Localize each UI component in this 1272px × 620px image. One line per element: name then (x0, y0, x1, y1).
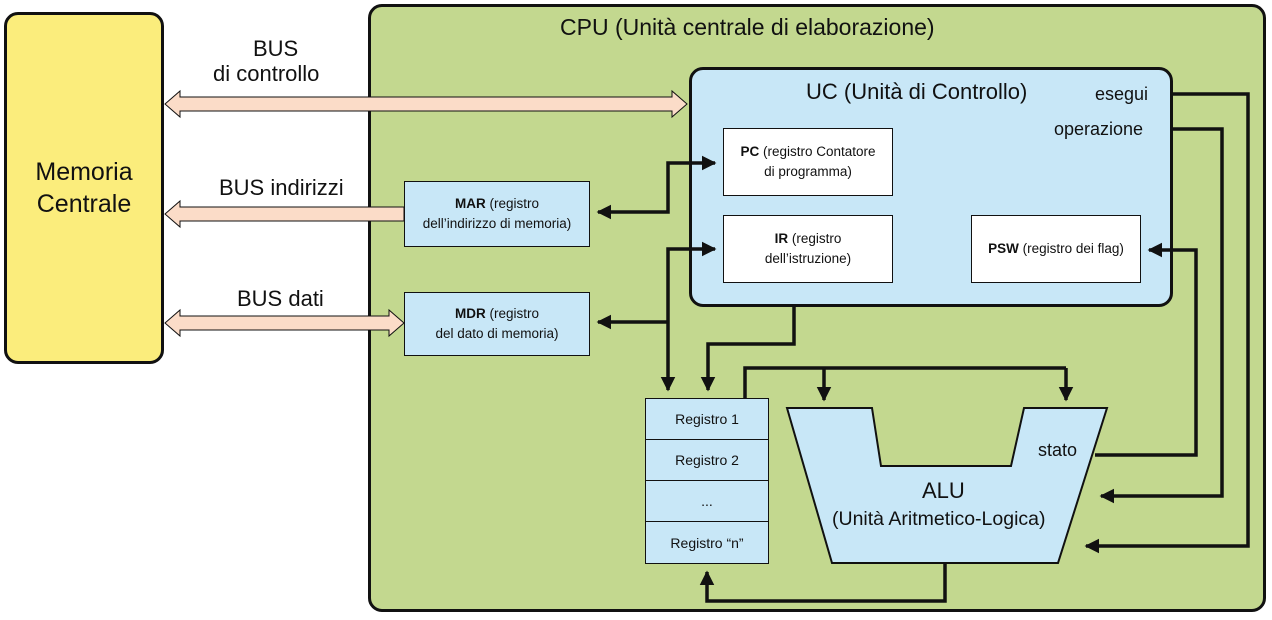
wire-status-psw (1095, 242, 1198, 457)
mdr-desc1: (registro (489, 306, 540, 321)
uc-title: UC (Unità di Controllo) (806, 79, 1028, 104)
register-file: Registro 1 Registro 2 ... Registro “n” (645, 398, 769, 564)
control-bus-label-line2: di controllo (213, 61, 320, 86)
address-bus-label: BUS indirizzi (219, 175, 344, 200)
ir-desc1: (registro (791, 231, 842, 246)
wire-ir-regfile (660, 241, 717, 392)
control-bus-label-line1: BUS (253, 36, 299, 61)
ir-register: IR (registro dell’istruzione) (723, 215, 893, 283)
wire-uc-regfile (700, 307, 796, 392)
memory-label-line2: Centrale (36, 190, 132, 218)
memory-label-line1: Memoria (35, 158, 133, 186)
mdr-register: MDR (registro del dato di memoria) (404, 292, 590, 356)
ir-abbr: IR (774, 231, 789, 246)
control-bus-arrow (164, 89, 688, 119)
register-row-n: Registro “n” (670, 534, 744, 551)
wire-exec-2 (1099, 127, 1224, 504)
mdr-desc2: del dato di memoria) (435, 326, 559, 341)
uc-exec-line2: operazione (1054, 119, 1144, 139)
alu-label: ALU (922, 478, 965, 503)
alu-description: (Unità Aritmetico-Logica) (832, 508, 1046, 530)
uc-exec-line1: esegui (1095, 84, 1149, 104)
wire-mar-pc (596, 155, 717, 220)
wire-exec-1 (1084, 92, 1250, 554)
register-row-1: Registro 1 (646, 399, 768, 440)
cpu-title: CPU (Unità centrale di elaborazione) (560, 14, 935, 40)
wire-alu-output (699, 563, 947, 603)
pc-register: PC (registro Contatore di programma) (723, 128, 893, 196)
wire-regfile-alu (743, 366, 1066, 398)
register-row-ellipsis: ... (646, 481, 768, 522)
pc-abbr: PC (740, 144, 760, 159)
psw-abbr: PSW (988, 241, 1019, 256)
mar-desc2: dell’indirizzo di memoria) (422, 216, 572, 231)
mar-register: MAR (registro dell’indirizzo di memoria) (404, 181, 590, 247)
memory-box: Memoria Centrale (4, 12, 164, 364)
address-bus-arrow (164, 199, 405, 229)
pc-desc1: (registro Contatore (762, 144, 876, 159)
register-row-2: Registro 2 (646, 440, 768, 481)
alu-shape (785, 407, 1109, 564)
psw-desc1: (registro dei flag) (1022, 241, 1124, 256)
alu-status-label: stato (1038, 440, 1078, 460)
psw-register: PSW (registro dei flag) (971, 215, 1141, 283)
data-bus-label: BUS dati (237, 286, 324, 311)
data-bus-arrow (164, 308, 405, 338)
mdr-abbr: MDR (454, 306, 486, 321)
mar-abbr: MAR (454, 196, 486, 211)
mar-desc1: (registro (489, 196, 539, 211)
pc-desc2: di programma) (764, 164, 852, 179)
ir-desc2: dell’istruzione) (764, 251, 852, 266)
